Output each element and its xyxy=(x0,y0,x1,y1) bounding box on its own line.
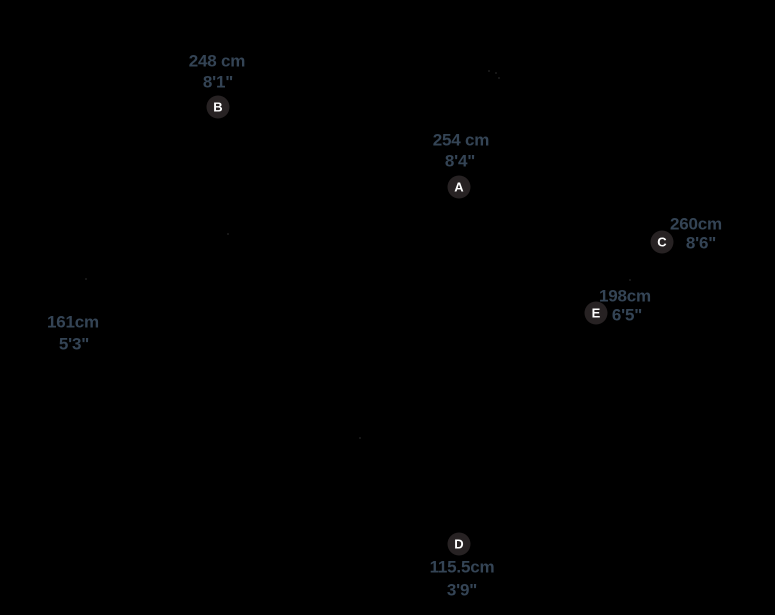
measurement-ftin-label: 3'9" xyxy=(446,580,478,600)
noise-speck xyxy=(227,233,229,235)
noise-speck xyxy=(495,72,497,74)
measurement-cm-label: 115.5cm xyxy=(429,557,495,577)
marker-badge-a[interactable]: A xyxy=(447,175,471,199)
noise-speck xyxy=(488,70,490,72)
measurement-ftin-label: 8'1" xyxy=(202,72,234,92)
measurement-cm-label: 161cm xyxy=(47,312,99,332)
measurement-cm-label: 248 cm xyxy=(188,51,246,71)
measurement-ftin-label: 8'4" xyxy=(444,151,476,171)
measurement-cm-label: 260cm xyxy=(670,214,722,234)
noise-speck xyxy=(359,437,361,439)
marker-badge-e[interactable]: E xyxy=(584,301,608,325)
measurement-cm-label: 198cm xyxy=(599,286,651,306)
measurement-ftin-label: 6'5" xyxy=(611,305,643,325)
measurement-ftin-label: 8'6" xyxy=(685,233,717,253)
measurement-ftin-label: 5'3" xyxy=(58,334,90,354)
noise-speck xyxy=(85,278,87,280)
noise-speck xyxy=(629,279,631,281)
marker-badge-b[interactable]: B xyxy=(206,95,230,119)
measurement-cm-label: 254 cm xyxy=(432,130,490,150)
marker-badge-c[interactable]: C xyxy=(650,230,674,254)
noise-speck xyxy=(498,77,500,79)
marker-badge-d[interactable]: D xyxy=(447,532,471,556)
